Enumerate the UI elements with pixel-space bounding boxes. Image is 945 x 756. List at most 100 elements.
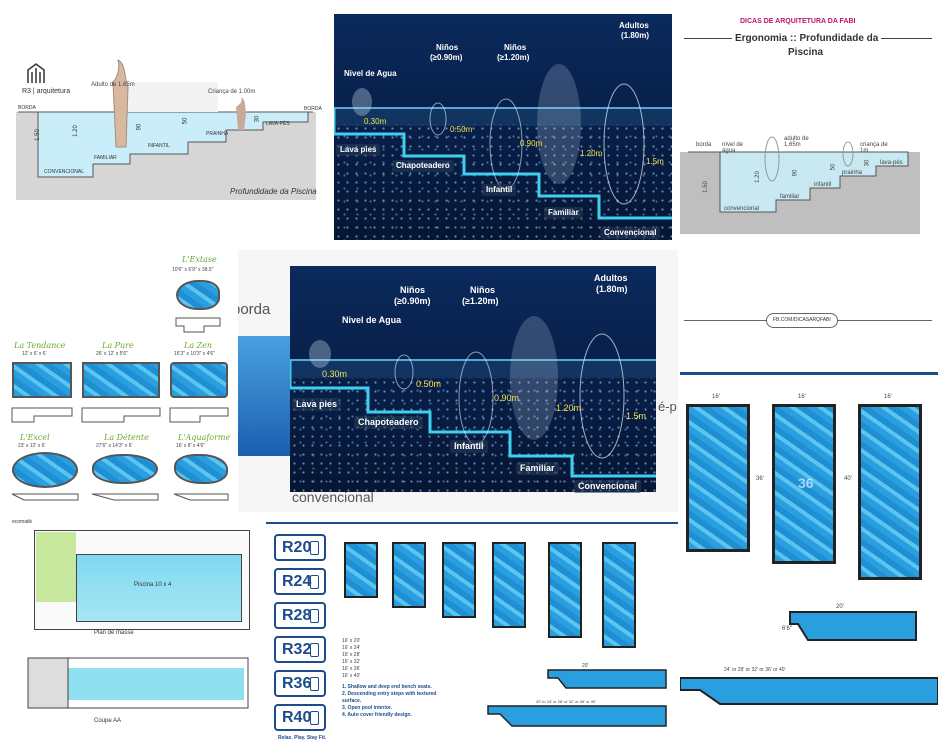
ov-ninos1-h: (≥0.90m) bbox=[394, 296, 431, 306]
r-dim-bottom: 20' to 24' or 28' or 32' or 36' or 40' bbox=[536, 699, 596, 704]
model-6-name: La Détente bbox=[104, 433, 149, 442]
top-adultos: Adultos bbox=[619, 21, 649, 30]
model-3-dim: 26' x 12' x 5'6" bbox=[96, 351, 128, 357]
r-series-label-5: R36 bbox=[282, 674, 312, 692]
plan-brand: ecomatik bbox=[12, 519, 33, 525]
r3-caption: Profundidade da Piscina bbox=[230, 187, 317, 196]
overlay-floor bbox=[290, 378, 656, 492]
model-2-pool bbox=[12, 362, 72, 398]
r-pool-5 bbox=[548, 542, 582, 638]
r-series-btn-2[interactable]: R24 bbox=[274, 568, 326, 595]
r3-d30: 30 bbox=[254, 115, 261, 123]
ov-d120: 1.20m bbox=[556, 403, 582, 413]
ov-ninos2: Niños bbox=[470, 285, 496, 295]
fabi-d90: 90 bbox=[792, 169, 799, 177]
model-3-name: La Pure bbox=[102, 341, 134, 350]
r-dim20: 20' bbox=[582, 663, 589, 669]
r-series-label-3: R28 bbox=[282, 606, 312, 624]
top-tag-chap: Chapoteadero bbox=[392, 160, 454, 172]
rp-l3: 40' bbox=[844, 476, 852, 482]
r-series-btn-4[interactable]: R32 bbox=[274, 636, 326, 663]
top-ninos1: Niños bbox=[436, 43, 459, 52]
r-feature-3: 3. Open pool interior. bbox=[342, 705, 393, 711]
r-feature-4: 4. Auto cover friendly design. bbox=[342, 712, 412, 718]
rp-pool-3 bbox=[858, 404, 922, 580]
r-pool-4 bbox=[492, 542, 526, 628]
plan-pool bbox=[76, 554, 242, 622]
r-series-box-5-icon bbox=[310, 677, 319, 691]
plan-label: Plan de masse bbox=[94, 630, 134, 636]
model-6-dim: 27'6" x 14'3" x 6' bbox=[96, 443, 133, 449]
rp-w1: 16' bbox=[712, 394, 720, 400]
overlay-borda: borda bbox=[238, 301, 271, 318]
r-series-btn-3[interactable]: R28 bbox=[274, 602, 326, 629]
r3-convencional: CONVENCIONAL bbox=[44, 169, 85, 175]
r3-d150: 1.50 bbox=[34, 129, 41, 141]
panel-fabi-footer: FB.COM/DICASARQFABI bbox=[680, 240, 935, 362]
r-size-1: 16' x 20' bbox=[342, 638, 361, 644]
top-adultos-h: (1.80m) bbox=[621, 31, 650, 40]
model-5-name: L'Excel bbox=[20, 433, 50, 442]
r-series-label-2: R24 bbox=[282, 572, 312, 590]
r3-child-label: Criança de 1.00m bbox=[208, 89, 256, 95]
fabi-familiar: familiar bbox=[780, 194, 800, 200]
top-nivel: Nivel de Agua bbox=[344, 69, 397, 78]
rp-sections bbox=[680, 611, 938, 705]
r3-d90: 90 bbox=[136, 123, 143, 131]
model-2-name: La Tendance bbox=[14, 341, 66, 350]
r-series-label-4: R32 bbox=[282, 640, 312, 658]
ov-d090: 0.90m bbox=[494, 393, 520, 403]
fabi-title-2: Piscina bbox=[788, 47, 824, 58]
top-tag-familiar: Familiar bbox=[544, 207, 583, 219]
r-feature-2: 2. Descending entry steps with textured … bbox=[342, 691, 437, 704]
r-pool-3 bbox=[442, 542, 476, 618]
ov-d030: 0.30m bbox=[322, 369, 348, 379]
fabi-badge[interactable]: FB.COM/DICASARQFABI bbox=[766, 313, 838, 328]
dark-top-floor bbox=[334, 124, 672, 240]
r-size-4: 16' x 32' bbox=[342, 659, 361, 665]
fabi-adulto: adulto de 1.65m bbox=[784, 136, 809, 148]
model-7-name: L'Aquaforme bbox=[178, 433, 231, 442]
model-5-dim: 23' x 12' x 6' bbox=[18, 443, 46, 449]
top-d030: 0.30m bbox=[364, 117, 387, 126]
r-series-btn-1[interactable]: R20 bbox=[274, 534, 326, 561]
ov-d050: 0.50m bbox=[416, 379, 442, 389]
fabi-prainha: prainha bbox=[842, 170, 863, 176]
panel-r3-depth: R3 | arquitetura Adulto de 1.65m Criança… bbox=[8, 52, 323, 202]
models-sections bbox=[11, 317, 229, 501]
r-size-2: 16' x 24' bbox=[342, 645, 361, 651]
panel-plan-10x4: ecomatik Piscina 10 x 4 Plan de masse Co… bbox=[8, 518, 260, 748]
plan-section bbox=[27, 657, 249, 709]
panel-rect-pools: 16' 16' 16' 36' 36 40' 20' 6'6" 24' or 2… bbox=[680, 372, 938, 744]
fabi-d150: 1.50 bbox=[702, 181, 709, 193]
panel-depth-overlay: borda convencional é-p Adultos (1.80m) N… bbox=[238, 250, 678, 512]
r-series-btn-6[interactable]: R40 bbox=[274, 704, 326, 731]
top-d090: 0.90m bbox=[520, 139, 543, 148]
panel-r-series: R20 R24 R28 R32 R36 R40 16' x 20' 16' x … bbox=[266, 518, 678, 750]
r-series-label-1: R20 bbox=[282, 538, 312, 556]
r-series-box-6-icon bbox=[310, 711, 319, 725]
r-series-box-4-icon bbox=[310, 643, 319, 657]
r-pool-1 bbox=[344, 542, 378, 598]
r3-lavapes: LAVA-PÉS bbox=[266, 121, 290, 127]
rp-sec-w: 20' bbox=[836, 604, 844, 610]
rp-n2: 36 bbox=[798, 475, 814, 491]
r3-infantil: INFANTIL bbox=[148, 143, 170, 149]
model-5-pool bbox=[12, 452, 78, 488]
fabi-d120: 1.20 bbox=[754, 171, 761, 183]
top-d050: 0.50m bbox=[450, 125, 473, 134]
panel-fabi: DICAS DE ARQUITETURA DA FABI Ergonomia :… bbox=[680, 14, 935, 240]
rp-sec-h: 6'6" bbox=[782, 626, 792, 632]
ov-tag-conv: Convencional bbox=[574, 480, 642, 493]
r-series-btn-5[interactable]: R36 bbox=[274, 670, 326, 697]
r-series-box-1-icon bbox=[310, 541, 319, 555]
model-2-dim: 12' x 6' x 6' bbox=[22, 351, 47, 357]
model-7-pool bbox=[174, 454, 228, 484]
top-tag-lava: Lava pies bbox=[336, 144, 381, 156]
dark-top-steps bbox=[334, 64, 672, 220]
r-tagline: Relax. Play. Stay Fit. bbox=[278, 735, 327, 741]
overlay-bg-pool bbox=[238, 336, 298, 456]
r-size-3: 16' x 28' bbox=[342, 652, 361, 658]
rp-pool-2 bbox=[772, 404, 836, 564]
overlay-steps bbox=[290, 316, 656, 478]
